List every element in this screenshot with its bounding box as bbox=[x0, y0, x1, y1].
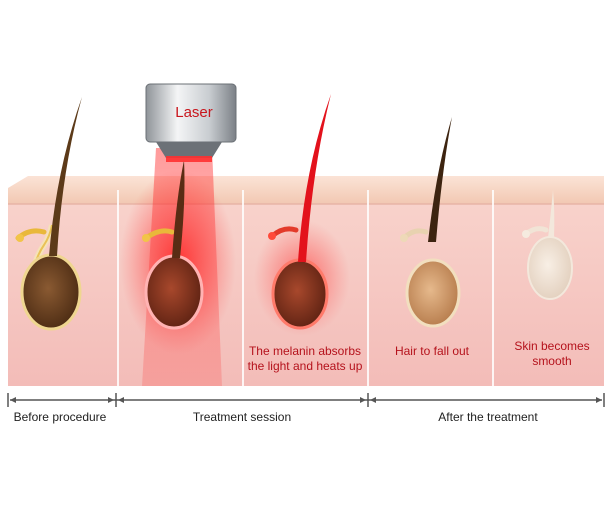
follicle-smooth bbox=[522, 190, 573, 300]
follicle-heating bbox=[268, 94, 331, 330]
timeline-label-before: Before procedure bbox=[14, 410, 107, 424]
caption-skin-line1: Skin becomes bbox=[514, 339, 589, 353]
follicle-falling bbox=[400, 117, 461, 328]
hair-bulb bbox=[20, 253, 82, 331]
hair-shaft bbox=[298, 94, 331, 262]
hair-bulb bbox=[144, 254, 204, 330]
timeline-label-session: Treatment session bbox=[193, 410, 291, 424]
hair-shaft bbox=[428, 117, 452, 242]
timeline-labels: Before procedure Treatment session After… bbox=[14, 410, 539, 424]
follicle-laser bbox=[142, 160, 204, 330]
timeline-label-after: After the treatment bbox=[438, 410, 538, 424]
hair-remnant bbox=[548, 190, 555, 238]
hair-bulb bbox=[527, 236, 573, 300]
caption-hair-fall: Hair to fall out bbox=[395, 344, 470, 358]
follicle-before bbox=[15, 97, 82, 331]
timeline bbox=[7, 393, 605, 407]
hair-bulb bbox=[405, 258, 461, 328]
hair-shaft bbox=[49, 97, 82, 256]
section-dividers bbox=[117, 190, 494, 386]
caption-skin-line2: smooth bbox=[532, 354, 571, 368]
laser-device: Laser bbox=[145, 83, 237, 162]
caption-melanin-line2: the light and heats up bbox=[248, 359, 363, 373]
hair-shaft bbox=[172, 160, 185, 258]
caption-melanin-line1: The melanin absorbs bbox=[249, 344, 361, 358]
laser-label: Laser bbox=[175, 104, 213, 121]
captions: The melanin absorbs the light and heats … bbox=[248, 339, 590, 373]
hair-bulb bbox=[271, 258, 329, 330]
laser-nozzle bbox=[156, 142, 222, 158]
